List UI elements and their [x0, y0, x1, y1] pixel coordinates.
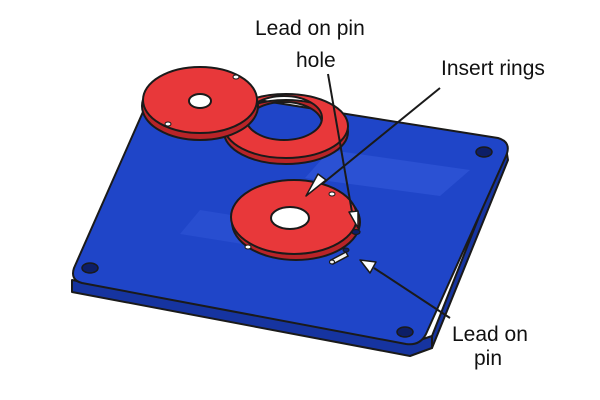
label-lead-on-pin: pin: [474, 347, 503, 370]
label-insert-rings: Insert rings: [441, 57, 545, 80]
label-lead-on-pin: Lead on: [452, 323, 528, 346]
lead-on-pin-end: [328, 259, 336, 265]
seated-ring-hole: [270, 206, 310, 230]
corner-hole-icon: [475, 146, 493, 158]
lead-on-pin-hole: [351, 228, 361, 236]
corner-hole-icon: [396, 326, 414, 338]
seated-ring-screw-hole: [328, 191, 336, 197]
callout-arrow-pin: [359, 259, 451, 319]
label-lead-on-pin-hole: hole: [296, 49, 336, 72]
plate-sheen: [305, 150, 470, 196]
callout-arrow-insert-rings: [305, 87, 441, 197]
seated-ring-screw-hole: [244, 244, 252, 250]
small-ring-screw-hole: [232, 74, 240, 80]
callout-arrow-pin-hole: [327, 73, 359, 229]
corner-hole-icon: [81, 262, 99, 274]
lead-on-pin-base: [342, 247, 350, 253]
small-ring-screw-hole: [164, 121, 172, 127]
small-ring-hole: [188, 93, 212, 109]
label-lead-on-pin-hole: Lead on pin: [255, 17, 365, 40]
